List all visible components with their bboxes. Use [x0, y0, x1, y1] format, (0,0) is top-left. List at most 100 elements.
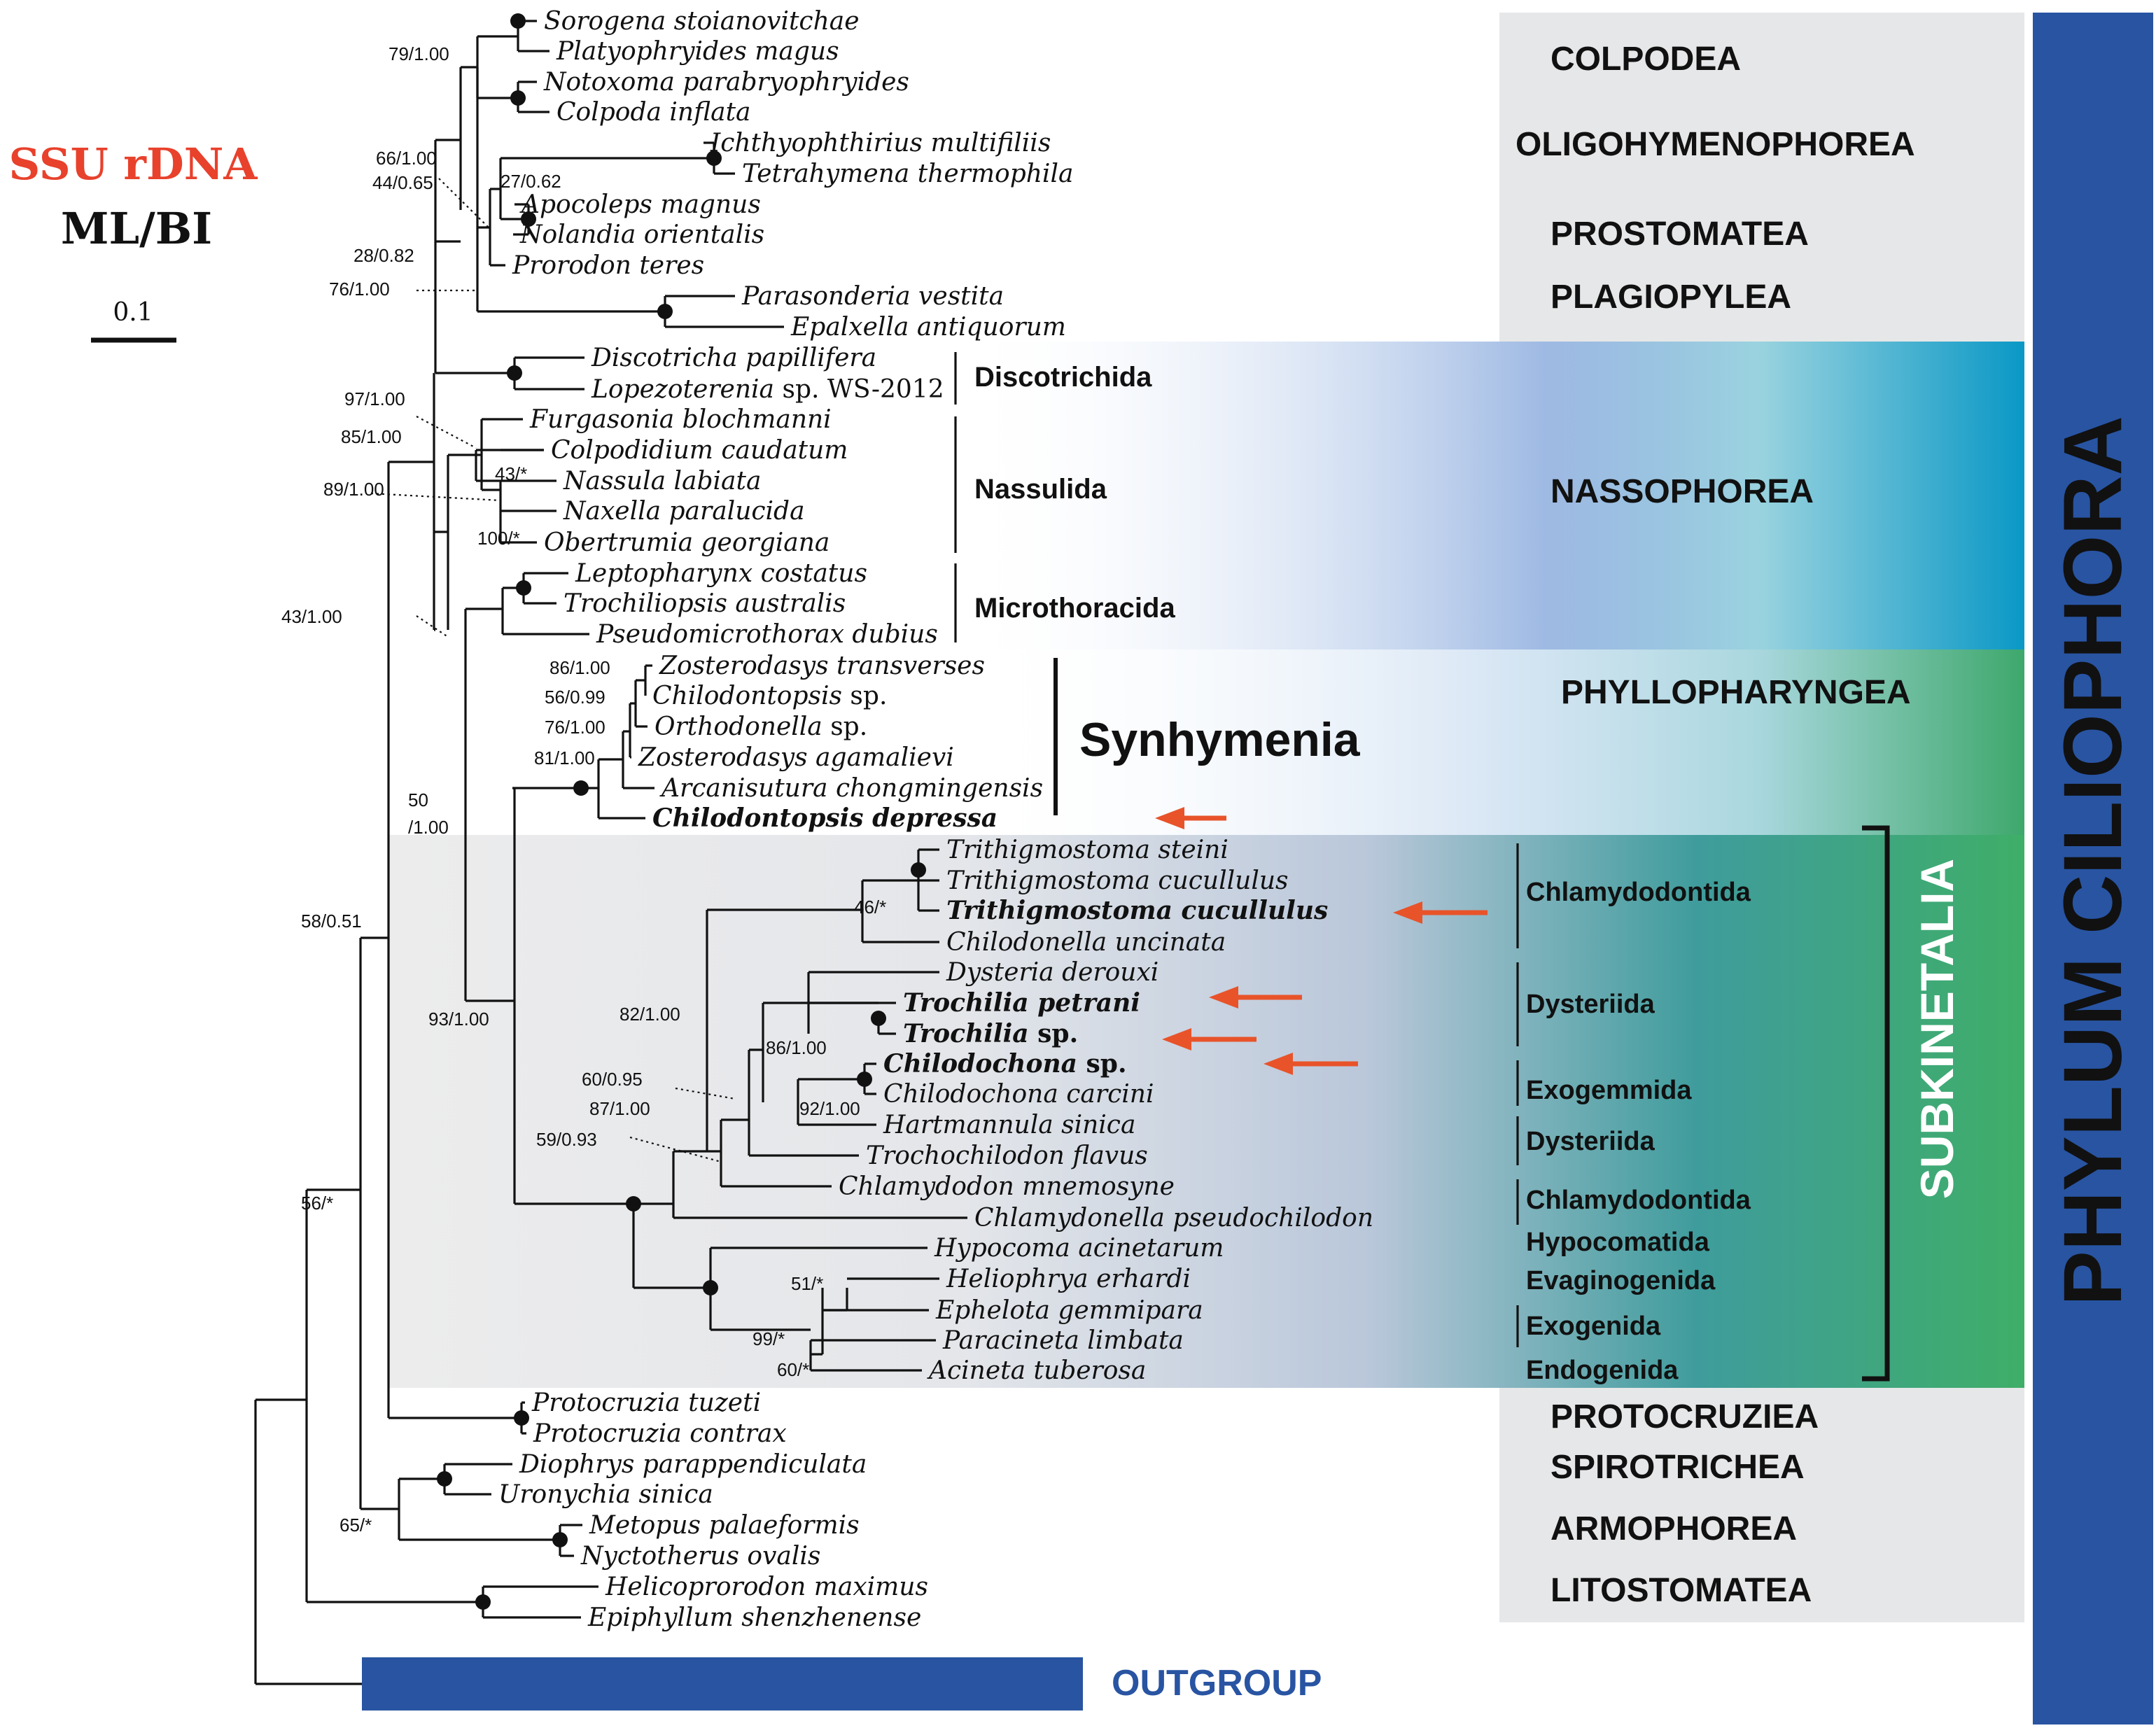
subkinetalia-order-label: Dysteriida [1526, 990, 1656, 1019]
support-leader-line [438, 178, 491, 230]
taxon-name: Protocruzia contrax [533, 1419, 787, 1448]
taxon-label: Trithigmostoma cucullulus [946, 866, 1289, 895]
taxon-label: Trithigmostoma cucullulus [946, 896, 1328, 925]
taxon-label: Chilodonella uncinata [946, 928, 1226, 957]
subkinetalia-order-label: Chlamydodontida [1526, 878, 1751, 907]
class-label: SPIROTRICHEA [1550, 1449, 1805, 1486]
taxon-name: Lopezoterenia [591, 375, 774, 404]
taxon-name: Parasonderia vestita [741, 282, 1004, 311]
taxon-name: Hypocoma acinetarum [934, 1234, 1224, 1263]
taxon-name: Epiphyllum shenzhenense [587, 1603, 921, 1632]
taxon-label: Epiphyllum shenzhenense [587, 1603, 921, 1632]
taxon-suffix: sp. [822, 712, 867, 741]
taxon-label: Arcanisutura chongmingensis [659, 774, 1043, 803]
class-panel-lower [1499, 1388, 2024, 1622]
support-leader-line [629, 1136, 722, 1163]
nassophorea-panel [959, 342, 2024, 649]
taxon-label: Apocoleps magnus [519, 190, 761, 219]
taxon-name: Chilodochona [883, 1049, 1077, 1079]
taxon-name: Metopus palaeformis [589, 1511, 860, 1540]
taxon-name: Arcanisutura chongmingensis [659, 774, 1043, 803]
taxon-name: Zosterodasys transverses [659, 652, 985, 680]
taxon-label: Zosterodasys agamalievi [638, 743, 954, 772]
taxon-name: Naxella paralucida [563, 497, 805, 526]
taxon-name: Chilodontopsis [652, 682, 842, 710]
taxon-label: Parasonderia vestita [741, 282, 1004, 311]
node-marker [871, 1011, 886, 1026]
taxon-label: Protocruzia contrax [533, 1419, 787, 1448]
subkinetalia-bracket [1862, 825, 1890, 1382]
subkinetalia-order-label: Evaginogenida [1526, 1266, 1716, 1295]
taxon-label: Colpodidium caudatum [551, 436, 848, 465]
support-value: 92/1.00 [799, 1098, 860, 1119]
taxon-label: Epalxella antiquorum [790, 313, 1066, 342]
taxon-label: Nassula labiata [563, 467, 761, 496]
taxon-label: Chilodontopsis sp. [652, 682, 887, 710]
support-value: 82/1.00 [620, 1004, 680, 1025]
subkinetalia-order-label: Hypocomatida [1526, 1228, 1710, 1257]
taxon-label: Tetrahymena thermophila [742, 160, 1073, 188]
taxon-label: Naxella paralucida [563, 497, 805, 526]
synhymenia-label: Synhymenia [1079, 713, 1361, 766]
taxon-name: Trithigmostoma steini [946, 836, 1228, 864]
arrow-head [1393, 901, 1422, 924]
highlight-arrow [1209, 986, 1302, 1009]
support-value: 46/* [854, 897, 886, 918]
taxon-label: Trochilia sp. [903, 1019, 1078, 1048]
class-label: OLIGOHYMENOPHOREA [1516, 126, 1915, 163]
subkinetalia-label: SUBKINETALIA [1911, 859, 1963, 1199]
taxon-name: Ephelota gemmipara [935, 1296, 1203, 1325]
taxon-name: Diophrys parappendiculata [519, 1450, 867, 1479]
taxon-name: Colpodidium caudatum [551, 436, 848, 465]
taxon-label: Pseudomicrothorax dubius [596, 620, 938, 649]
support-value: 87/1.00 [589, 1098, 650, 1119]
taxon-label: Chilodochona carcini [883, 1080, 1154, 1109]
support-value: 86/1.00 [766, 1037, 827, 1058]
taxon-name: Orthodonella [654, 712, 822, 741]
support-value: 60/* [777, 1359, 809, 1380]
taxon-label: Helicoprorodon maximus [605, 1573, 928, 1601]
taxon-name: Heliophrya erhardi [946, 1265, 1191, 1293]
taxon-name: Apocoleps magnus [519, 190, 761, 219]
taxon-name: Leptopharynx costatus [575, 559, 867, 588]
support-value: 85/1.00 [341, 426, 402, 447]
order-label: Microthoracida [974, 593, 1175, 624]
taxon-name: Sorogena stoianovitchae [544, 7, 860, 36]
taxon-name: Ichthyophthirius multifiliis [710, 129, 1051, 157]
support-value: 27/0.62 [500, 171, 561, 192]
class-label: ARMOPHOREA [1550, 1510, 1797, 1547]
taxon-name: Nyctotherus ovalis [580, 1542, 820, 1571]
taxon-name: Tetrahymena thermophila [742, 160, 1073, 188]
taxon-name: Trithigmostoma cucullulus [946, 896, 1328, 925]
taxon-name: Hartmannula sinica [883, 1111, 1135, 1139]
taxon-name: Furgasonia blochmanni [529, 405, 832, 434]
taxon-label: Chilodochona sp. [883, 1049, 1127, 1079]
taxon-label: Uronychia sinica [498, 1480, 713, 1509]
taxon-name: Colpoda inflata [556, 98, 751, 127]
taxon-name: Trochilia petrani [903, 988, 1140, 1018]
taxon-name: Prorodon teres [512, 251, 704, 280]
taxon-label: Prorodon teres [512, 251, 704, 280]
taxon-name: Trithigmostoma cucullulus [946, 866, 1289, 895]
support-value: 60/0.95 [582, 1069, 643, 1090]
taxon-name: Nassula labiata [563, 467, 761, 496]
taxon-name: Notoxoma parabryophryides [543, 68, 909, 97]
taxon-name: Trochilia [903, 1019, 1029, 1048]
taxon-name: Pseudomicrothorax dubius [596, 620, 938, 649]
taxon-name: Obertrumia georgiana [544, 528, 830, 557]
class-label: COLPODEA [1550, 41, 1741, 78]
taxon-label: Colpoda inflata [556, 98, 751, 127]
taxon-label: Diophrys parappendiculata [519, 1450, 867, 1479]
node-marker [510, 13, 526, 29]
legend-method: ML/BI [61, 203, 212, 254]
phylum-label: PHYLUM CILIOPHORA [2047, 416, 2139, 1306]
taxon-label: Sorogena stoianovitchae [544, 7, 860, 36]
arrow-head [1155, 807, 1184, 829]
class-label: LITOSTOMATEA [1550, 1572, 1812, 1609]
class-label: NASSOPHOREA [1550, 473, 1814, 510]
support-value: 89/1.00 [323, 479, 384, 500]
support-value: 43/1.00 [281, 606, 342, 627]
support-value: 97/1.00 [344, 388, 405, 409]
legend-title: SSU rDNA [8, 139, 258, 190]
